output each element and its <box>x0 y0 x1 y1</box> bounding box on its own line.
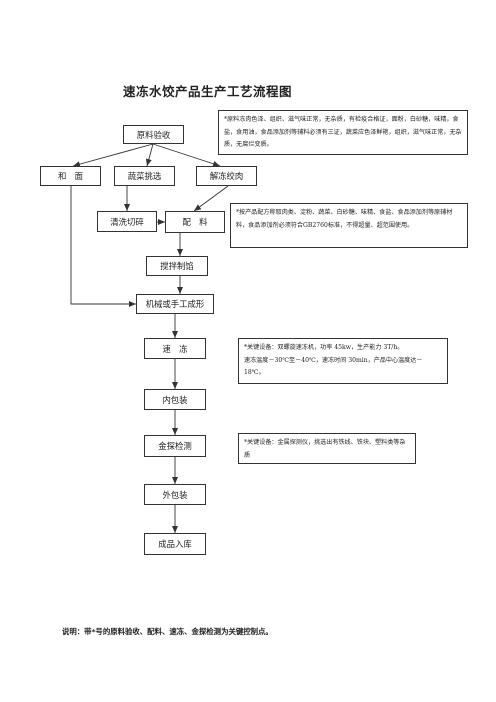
step-ingredients: 配 料 <box>165 211 225 233</box>
arrow-to-dough <box>72 143 154 168</box>
footer-note: 说明：带*号的原料验收、配料、速冻、金探检测为关键控制点。 <box>62 627 273 636</box>
arrow-to-thaw <box>152 143 221 167</box>
note-freeze-line-1: *关键设备：双螺旋速冻机，功率 45kw，生产能力 3T/h。 <box>244 344 404 351</box>
step-veg-select: 蔬菜挑选 <box>114 166 175 186</box>
note-freeze-line-2: 速冻温度－30℃至－40℃，速冻时间 30min，产品中心温度达－18℃。 <box>244 356 423 377</box>
step-dough: 和 面 <box>40 166 101 186</box>
arrow-dough-to-forming <box>70 186 136 307</box>
step-quick-freeze: 速 冻 <box>144 338 206 359</box>
note-raw-material: *原料冻肉色泽、组织、滋气味正常，无杂质，有检疫合格证，面粉，白砂糖，味精，食盐… <box>218 110 468 155</box>
arrow-to-veg <box>145 143 154 167</box>
step-mixing: 搅拌制馅 <box>146 256 208 276</box>
step-inner-pack: 内包装 <box>144 389 206 410</box>
step-raw-inspection: 原料验收 <box>123 125 184 144</box>
step-outer-pack: 外包装 <box>144 484 206 505</box>
step-thaw-meat: 解冻绞肉 <box>196 166 257 186</box>
step-forming: 机械或手工成形 <box>136 294 214 314</box>
note-quick-freeze: *关键设备：双螺旋速冻机，功率 45kw，生产能力 3T/h。 速冻温度－30℃… <box>238 338 448 384</box>
arrow-thaw-to-ingredients <box>193 185 229 212</box>
page-title: 速冻水饺产品生产工艺流程图 <box>123 84 293 99</box>
note-metal-detect: *关键设备：金属探测仪，挑选出有铁线、铁块、塑料类等杂质 <box>238 433 416 464</box>
step-metal-detect: 金探检测 <box>144 435 206 457</box>
note-ingredients: *按产品配方称取肉类、淀粉、蔬菜、白砂糖、味精、食盐、食品添加剂等原辅材料，食品… <box>230 203 468 248</box>
step-wash-cut: 清洗切碎 <box>97 211 157 232</box>
step-warehouse: 成品入库 <box>144 533 206 555</box>
